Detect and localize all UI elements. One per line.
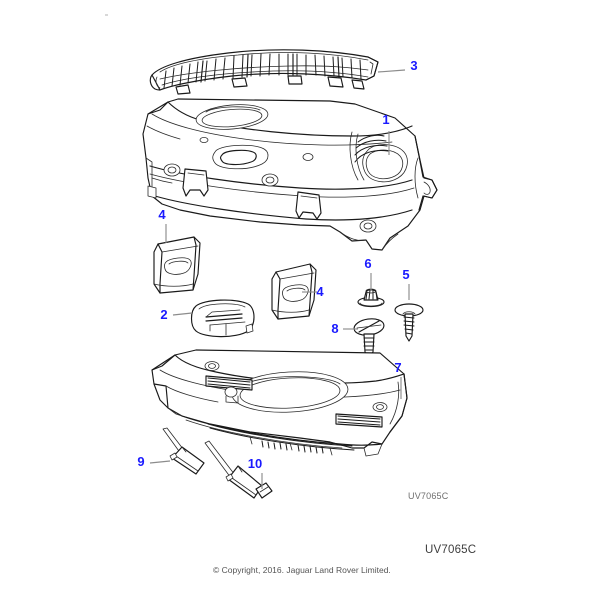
drawing-code-large: UV7065C <box>425 544 476 556</box>
callout-numbers: 3 1 4 4 6 5 2 8 7 9 10 <box>137 58 417 471</box>
panel-mount-bosses <box>163 136 377 233</box>
leader-line-parcel-shelf-retaining-clip-left <box>149 460 171 464</box>
callout-retaining-grommet-clip[interactable]: 6 <box>364 256 371 271</box>
scan-artifact-speck <box>105 14 108 16</box>
part-7-parcel-shelf-reinforcement-panel <box>151 349 408 457</box>
callout-seat-belt-guide-bezel-left[interactable]: 4 <box>158 207 166 222</box>
callout-barbed-push-pin-fastener[interactable]: 5 <box>402 267 409 282</box>
callout-slotted-head-trim-screw[interactable]: 8 <box>331 321 338 336</box>
part-9-parcel-shelf-retaining-clip-left <box>162 427 205 475</box>
leader-line-child-seat-anchor-cover <box>172 312 193 316</box>
part-1-parcel-shelf-trim-panel <box>142 98 438 251</box>
callout-parcel-shelf-retaining-clip-left[interactable]: 9 <box>137 454 144 469</box>
callout-rear-parcel-shelf-trim-panel[interactable]: 1 <box>382 112 389 127</box>
part-2-child-seat-anchor-cover <box>190 299 255 338</box>
callout-child-seat-anchor-cover[interactable]: 2 <box>160 307 167 322</box>
part-5-barbed-push-pin-fastener <box>394 303 424 342</box>
part-10-parcel-shelf-retaining-clip-right <box>204 440 273 499</box>
callout-parcel-shelf-retaining-clip-right[interactable]: 10 <box>248 456 262 471</box>
callout-rear-parcel-shelf-reinforcement-panel[interactable]: 7 <box>394 360 401 375</box>
part-3-vent-grille-trim <box>149 49 379 95</box>
callout-leader-lines <box>149 69 410 489</box>
part-6-retaining-grommet-clip <box>357 288 385 308</box>
callout-rear-parcel-shelf-vent-grille-trim[interactable]: 3 <box>410 58 417 73</box>
part-4-seat-belt-guide-bezel-right <box>271 263 317 320</box>
callout-seat-belt-guide-bezel-right[interactable]: 4 <box>316 284 324 299</box>
part-8-slotted-head-trim-screw <box>353 318 385 358</box>
copyright-notice: © Copyright, 2016. Jaguar Land Rover Lim… <box>213 565 391 575</box>
drawing-code-small: UV7065C <box>408 491 449 501</box>
part-4-seat-belt-guide-bezel-left <box>153 236 201 294</box>
leader-line-rear-parcel-shelf-vent-grille-trim <box>377 69 406 73</box>
